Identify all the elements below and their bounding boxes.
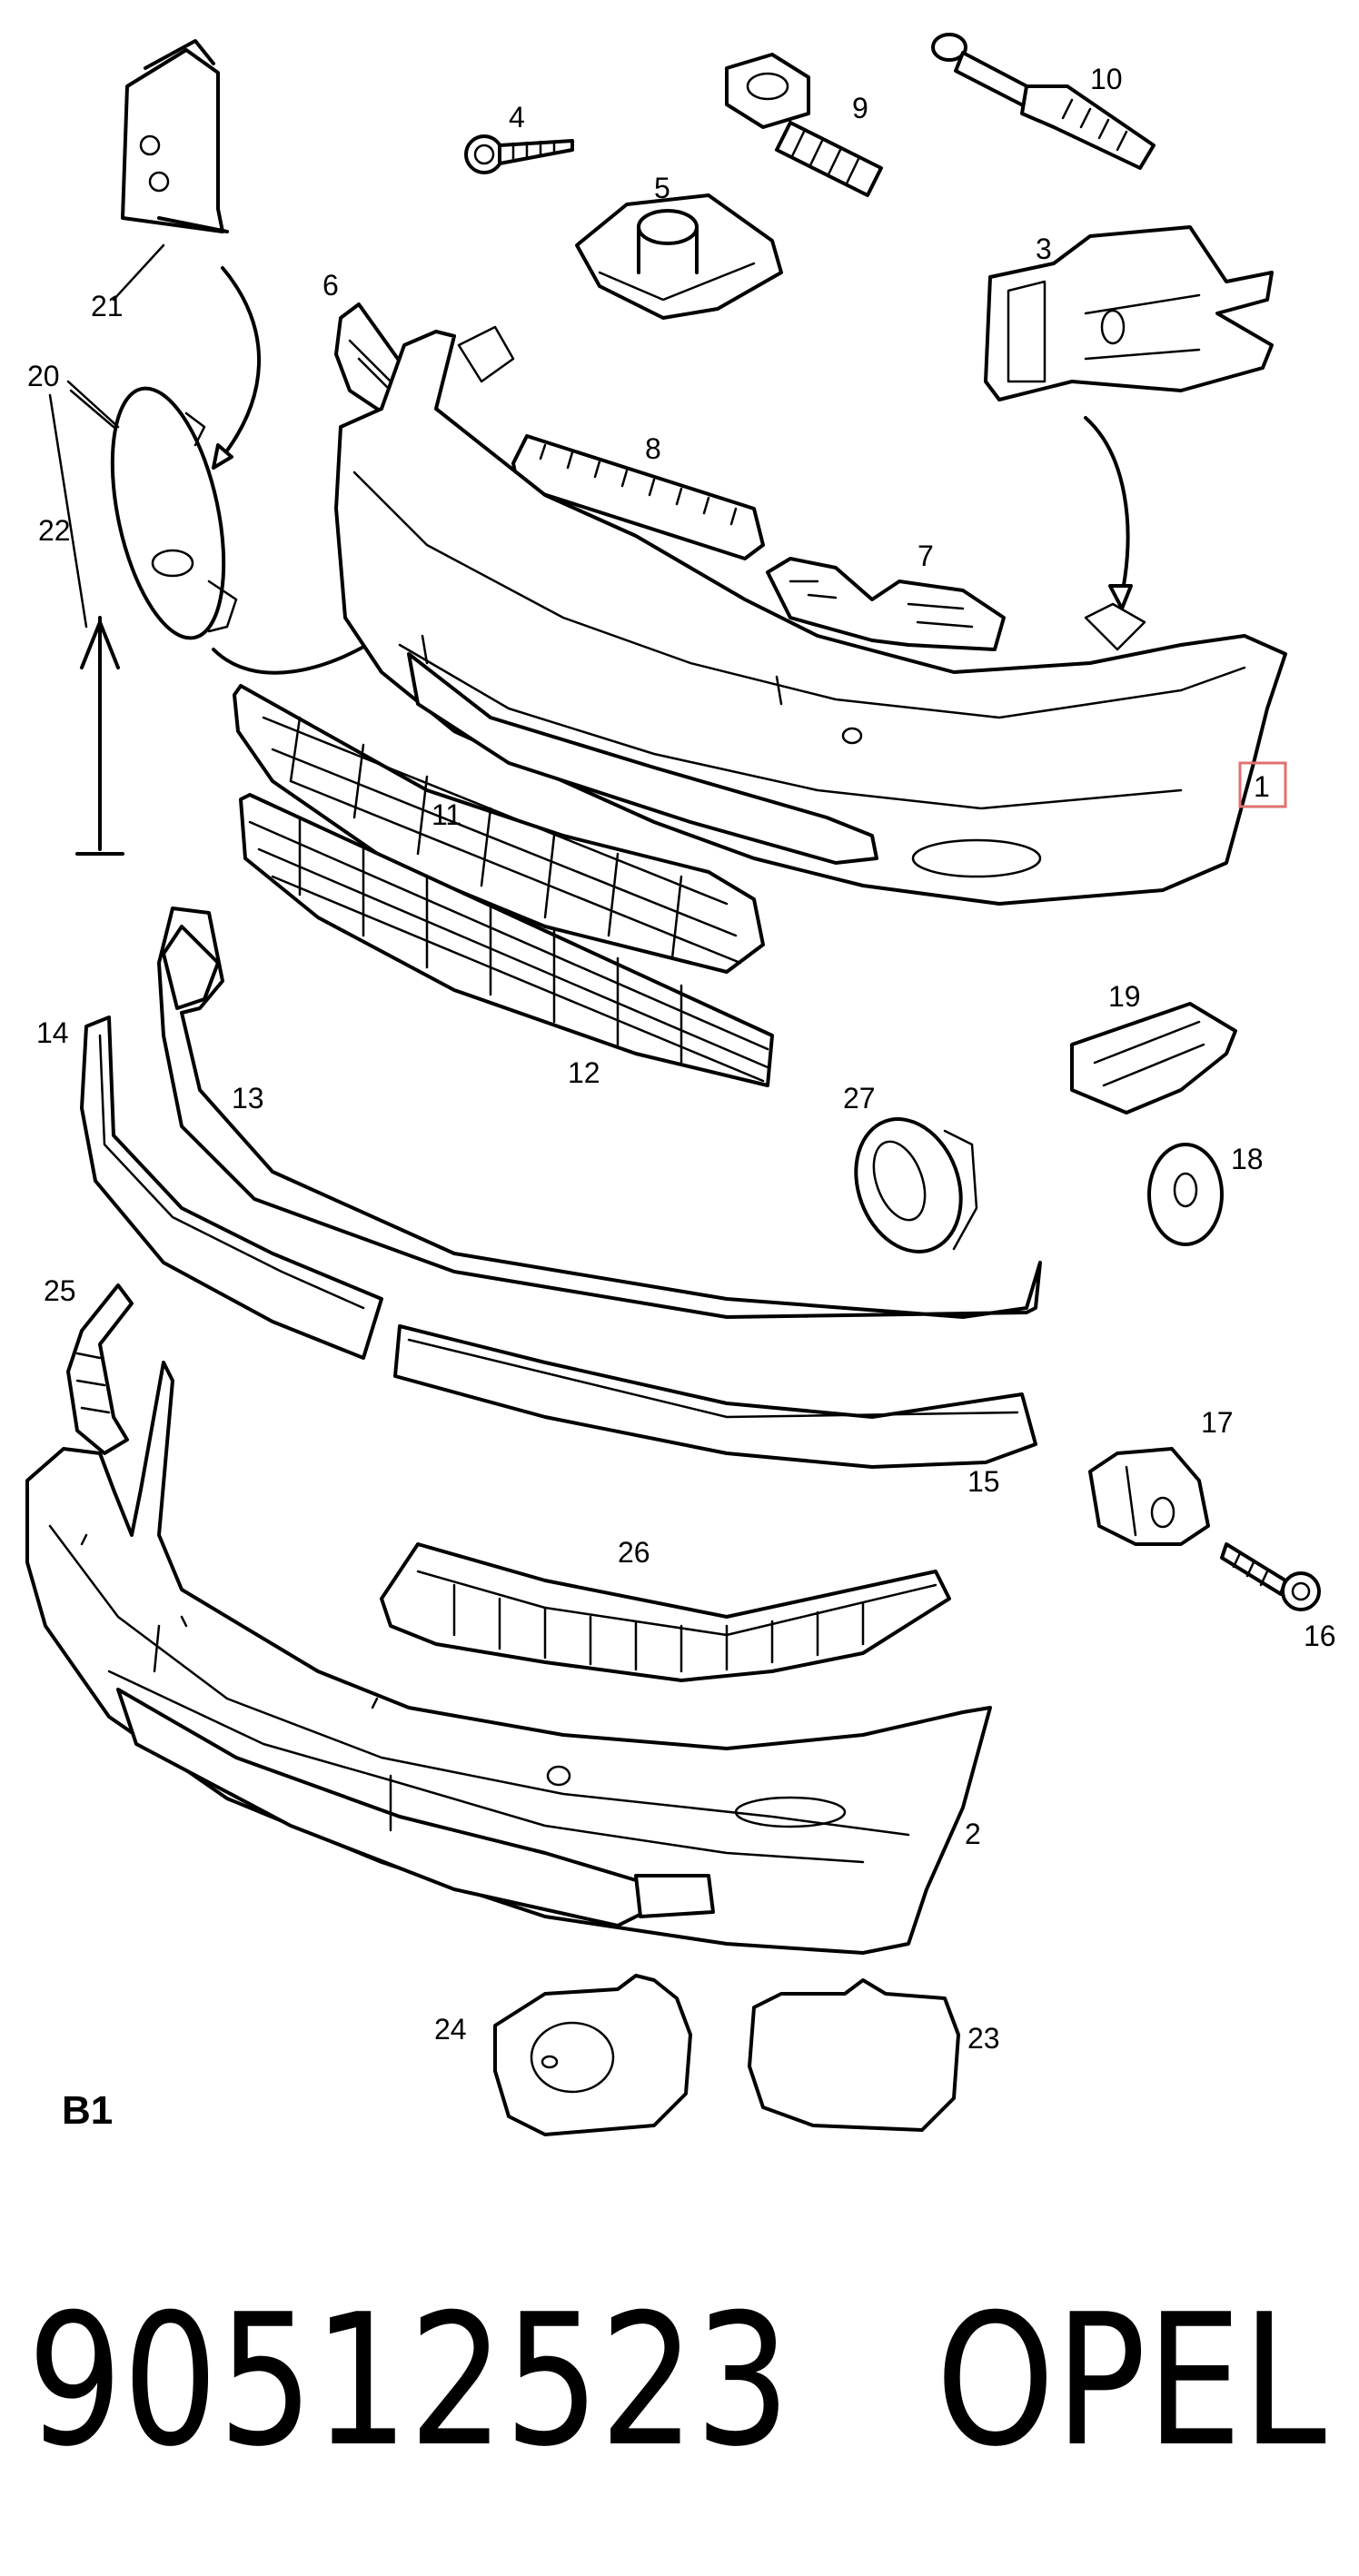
part-2-bumper-cover (25, 1361, 992, 1955)
part-22-direction-arrow (75, 616, 124, 856)
leader-line-21 (112, 243, 165, 302)
leader-arrow-3 (1084, 416, 1130, 597)
label-20: 20 (27, 360, 60, 392)
part-10-rivet (931, 33, 1156, 170)
part-number: 90512523 (27, 2275, 790, 2487)
label-2: 2 (965, 1818, 981, 1850)
label-19: 19 (1108, 980, 1141, 1013)
label-13: 13 (232, 1082, 264, 1115)
part-17-clip (1088, 1447, 1210, 1546)
label-9: 9 (852, 92, 868, 124)
label-7: 7 (918, 540, 934, 572)
label-6: 6 (322, 269, 339, 302)
label-5: 5 (654, 172, 670, 204)
part-3-bracket (984, 225, 1274, 401)
label-16: 16 (1304, 1620, 1336, 1652)
leader-arrow-20 (212, 634, 383, 675)
label-18: 18 (1231, 1143, 1264, 1175)
label-24: 24 (434, 2013, 467, 2046)
label-4: 4 (509, 101, 525, 134)
part-15-strip (393, 1324, 1037, 1469)
part-25-guide (66, 1283, 134, 1455)
label-23: 23 (967, 2022, 1000, 2055)
arrowhead-21 (212, 443, 233, 470)
label-11: 11 (432, 798, 461, 831)
section-code: B1 (62, 2088, 113, 2133)
label-25: 25 (44, 1274, 76, 1307)
part-12-grille (239, 793, 774, 1087)
leader-line-22 (48, 393, 88, 629)
label-26: 26 (618, 1536, 650, 1569)
label-1: 1 (1254, 770, 1270, 803)
leader-line-20 (66, 380, 120, 429)
part-27-grommet (854, 1117, 978, 1253)
part-20-cover (110, 386, 238, 640)
brand-name: OPEL (936, 2275, 1326, 2487)
part-5-clip (575, 193, 783, 320)
part-26-support (380, 1542, 951, 1682)
part-1-highlight-box (1238, 761, 1287, 808)
part-16-screw (1220, 1542, 1321, 1611)
leader-line-20b (69, 389, 115, 429)
part-24-fog-cover (493, 1974, 692, 2136)
part-4-screw (464, 134, 574, 174)
part-7-guide (766, 557, 1006, 651)
part-11-grille (233, 684, 765, 974)
part-19-clip (1070, 1002, 1237, 1115)
label-8: 8 (645, 432, 661, 465)
label-3: 3 (1036, 233, 1052, 265)
label-27: 27 (843, 1082, 876, 1115)
part-18-washer (1147, 1143, 1224, 1246)
label-15: 15 (967, 1465, 1000, 1498)
label-12: 12 (568, 1056, 600, 1089)
arrowhead-3 (1108, 584, 1133, 610)
label-10: 10 (1090, 63, 1123, 95)
part-21-bracket (121, 39, 229, 233)
part-1-bumper-cover (334, 325, 1287, 906)
part-23-blank-cover (748, 1978, 960, 2132)
label-21: 21 (91, 290, 124, 322)
part-9-bolt (725, 53, 883, 197)
label-17: 17 (1201, 1406, 1234, 1439)
leader-arrow-21 (212, 266, 262, 470)
part-13-strip (157, 907, 1042, 1319)
label-22: 22 (38, 514, 71, 547)
part-14-strip (80, 1016, 383, 1360)
label-14: 14 (36, 1016, 69, 1049)
